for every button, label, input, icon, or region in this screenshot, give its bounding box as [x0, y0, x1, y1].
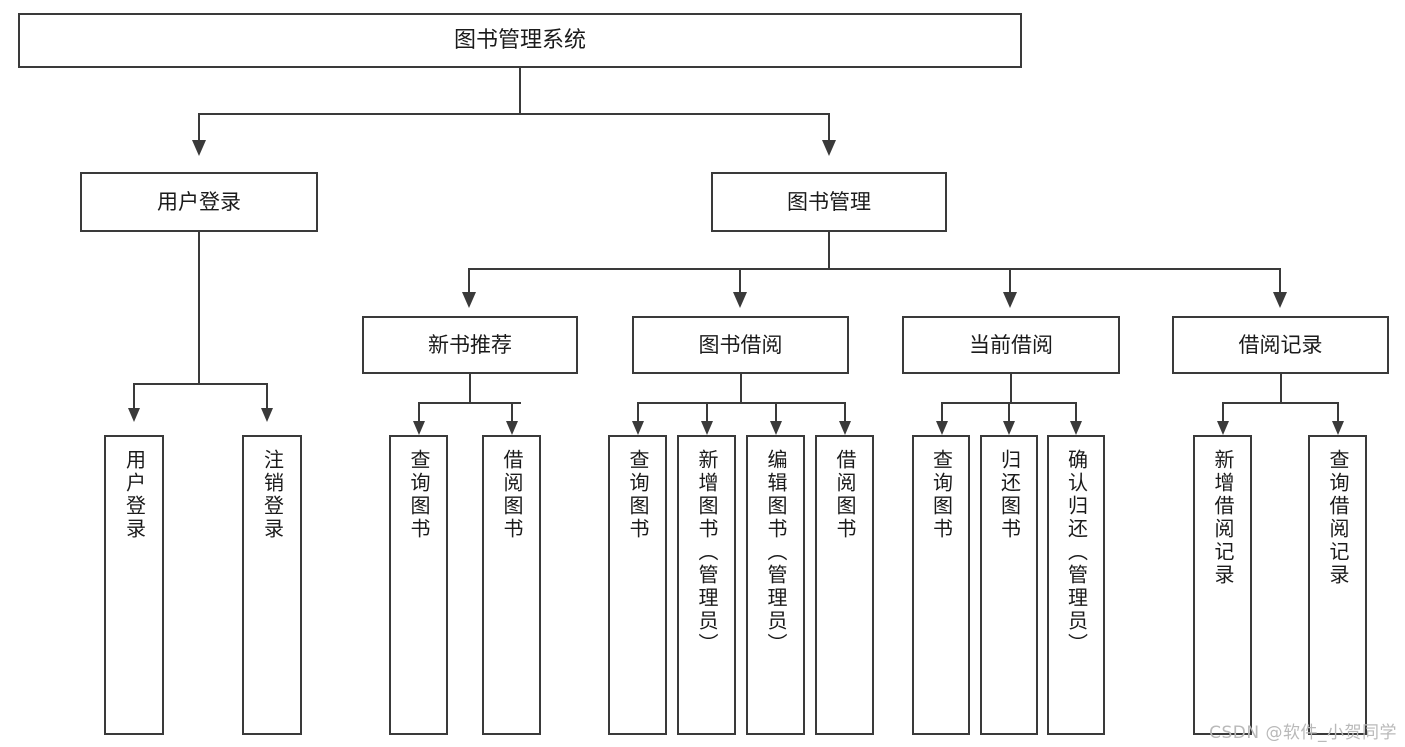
connector-current-borrow-stem [1010, 374, 1012, 403]
node-label: 新增借阅记录 [1211, 449, 1235, 587]
arrow-to-leaf-user-login [128, 408, 140, 422]
arrow-to-current-borrow [1003, 292, 1017, 308]
connector-level3-bus [468, 268, 1280, 270]
node-label: 图书借阅 [698, 332, 783, 357]
node-label: 查询借阅记录 [1326, 449, 1350, 587]
node-label: 归还图书 [997, 449, 1022, 541]
node-new-book-recommend[interactable]: 新书推荐 [362, 316, 578, 374]
leaf-query-borrow-record[interactable]: 查询借阅记录 [1308, 435, 1367, 735]
connector-new-book-leaf-bus [418, 402, 521, 404]
arrow-to-book-management [822, 140, 836, 156]
arrow-to-borrow-record [1273, 292, 1287, 308]
node-label: 借阅图书 [500, 449, 524, 541]
connector-book-borrow-leaf-drop-3 [775, 402, 777, 424]
connector-borrow-record-stem [1280, 374, 1282, 403]
leaf-borrow-book-recommend[interactable]: 借阅图书 [482, 435, 541, 735]
connector-level3-drop-4 [1279, 268, 1281, 295]
leaf-return-book[interactable]: 归还图书 [980, 435, 1038, 735]
leaf-borrow-book[interactable]: 借阅图书 [815, 435, 874, 735]
node-label: 用户登录 [122, 449, 147, 541]
connector-user-login-leaf-drop-2 [266, 383, 268, 410]
connector-level3-drop-1 [468, 268, 470, 295]
arrow-to-leaf-borrow-book-1 [506, 421, 518, 435]
node-borrow-record[interactable]: 借阅记录 [1172, 316, 1389, 374]
arrow-to-leaf-edit-book [770, 421, 782, 435]
node-label: 新书推荐 [428, 332, 512, 357]
connector-level3-drop-3 [1009, 268, 1011, 295]
connector-user-login-leaf-drop-1 [133, 383, 135, 410]
arrow-to-leaf-add-book [701, 421, 713, 435]
node-label: 确认归还（管理员） [1064, 449, 1089, 656]
connector-user-login-leaf-bus [133, 383, 267, 385]
arrow-to-leaf-confirm-return [1070, 421, 1082, 435]
node-label: 查询图书 [407, 449, 431, 541]
connector-borrow-record-leaf-bus [1222, 402, 1339, 404]
leaf-confirm-return-admin[interactable]: 确认归还（管理员） [1047, 435, 1105, 735]
connector-current-borrow-leaf-drop-1 [941, 402, 943, 424]
node-book-management[interactable]: 图书管理 [711, 172, 947, 232]
node-label: 注销登录 [260, 449, 285, 541]
connector-book-borrow-leaf-drop-2 [706, 402, 708, 424]
connector-user-login-stem [198, 232, 200, 384]
arrow-to-book-borrow [733, 292, 747, 308]
arrow-to-leaf-query-book-3 [936, 421, 948, 435]
connector-current-borrow-leaf-drop-2 [1008, 402, 1010, 424]
arrow-to-user-login [192, 140, 206, 156]
leaf-user-login[interactable]: 用户登录 [104, 435, 164, 735]
connector-book-borrow-stem [740, 374, 742, 403]
connector-borrow-record-leaf-drop-2 [1337, 402, 1339, 424]
arrow-to-leaf-query-book-1 [413, 421, 425, 435]
connector-book-borrow-leaf-drop-4 [844, 402, 846, 424]
node-label: 借阅图书 [833, 449, 857, 541]
arrow-to-leaf-query-borrow-record [1332, 421, 1344, 435]
node-current-borrow[interactable]: 当前借阅 [902, 316, 1120, 374]
node-label: 借阅记录 [1238, 332, 1323, 357]
connector-borrow-record-leaf-drop-1 [1222, 402, 1224, 424]
node-label: 查询图书 [626, 449, 650, 541]
arrow-to-leaf-logout [261, 408, 273, 422]
arrow-to-leaf-return-book [1003, 421, 1015, 435]
arrow-to-new-book-recommend [462, 292, 476, 308]
node-label: 图书管理 [787, 189, 871, 214]
leaf-edit-book-admin[interactable]: 编辑图书（管理员） [746, 435, 805, 735]
node-label: 当前借阅 [969, 332, 1053, 357]
leaf-logout[interactable]: 注销登录 [242, 435, 302, 735]
leaf-query-book-current[interactable]: 查询图书 [912, 435, 970, 735]
leaf-query-book-recommend[interactable]: 查询图书 [389, 435, 448, 735]
connector-level2-drop-right [828, 113, 830, 143]
connector-new-book-leaf-drop-1 [418, 402, 420, 424]
connector-level2-bus [198, 113, 830, 115]
leaf-add-book-admin[interactable]: 新增图书（管理员） [677, 435, 736, 735]
node-book-borrow[interactable]: 图书借阅 [632, 316, 849, 374]
connector-root-stem [519, 68, 521, 114]
arrow-to-leaf-query-book-2 [632, 421, 644, 435]
node-label: 新增图书（管理员） [695, 449, 719, 656]
arrow-to-leaf-add-borrow-record [1217, 421, 1229, 435]
connector-book-management-stem [828, 232, 830, 270]
node-label: 图书管理系统 [453, 27, 586, 53]
connector-book-borrow-leaf-bus [637, 402, 845, 404]
leaf-query-book-borrow[interactable]: 查询图书 [608, 435, 667, 735]
node-label: 编辑图书（管理员） [764, 449, 788, 656]
connector-new-book-stem [469, 374, 471, 403]
connector-current-borrow-leaf-drop-3 [1075, 402, 1077, 424]
leaf-add-borrow-record[interactable]: 新增借阅记录 [1193, 435, 1252, 735]
arrow-to-leaf-borrow-book-2 [839, 421, 851, 435]
node-root-book-management-system[interactable]: 图书管理系统 [18, 13, 1022, 68]
node-label: 查询图书 [929, 449, 954, 541]
connector-level2-drop-left [198, 113, 200, 143]
connector-level3-drop-2 [739, 268, 741, 295]
node-label: 用户登录 [157, 189, 241, 214]
connector-new-book-leaf-drop-2 [511, 402, 513, 424]
connector-book-borrow-leaf-drop-1 [637, 402, 639, 424]
node-user-login[interactable]: 用户登录 [80, 172, 318, 232]
